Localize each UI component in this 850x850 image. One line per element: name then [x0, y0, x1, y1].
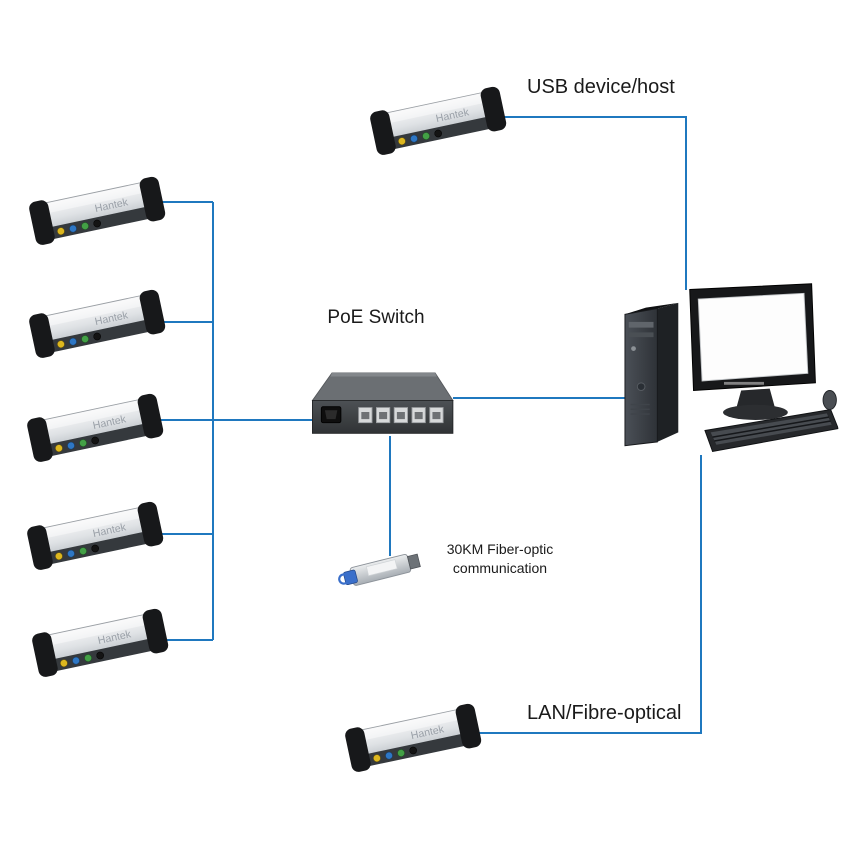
usb-device-host-label: USB device/host: [527, 76, 675, 98]
poe-switch-icon: [300, 350, 460, 442]
lan-fibre-optical-label: LAN/Fibre-optical: [527, 702, 682, 724]
oscilloscope-5: [25, 597, 175, 687]
oscilloscope-4: [20, 490, 170, 580]
oscilloscope-device-icon: [20, 490, 170, 580]
oscilloscope-device-icon: [20, 382, 170, 472]
fiber-optic-label: 30KM Fiber-optic communication: [430, 540, 570, 578]
fiber-sfp-module: [338, 540, 430, 598]
oscilloscope-2: [22, 278, 172, 368]
poe-switch-label: PoE Switch: [327, 307, 425, 328]
fiber-sfp-module-icon: [338, 540, 430, 598]
desktop-computer: [608, 280, 840, 480]
line-lan-device-to-computer: [478, 455, 702, 734]
poe-switch: [300, 350, 460, 442]
oscilloscope-device-icon: [363, 75, 513, 165]
oscilloscope-device-icon: [22, 278, 172, 368]
oscilloscope-3: [20, 382, 170, 472]
fiber-optic-label-line2: communication: [452, 559, 548, 576]
oscilloscope-device-icon: [338, 692, 488, 782]
desktop-computer-icon: [608, 280, 840, 480]
line-usb-device-to-computer: [500, 116, 687, 290]
fiber-optic-label-line1: 30KM Fiber-optic: [446, 541, 554, 557]
usb-device-oscilloscope: [363, 75, 513, 165]
oscilloscope-device-icon: [25, 597, 175, 687]
lan-device-oscilloscope: [338, 692, 488, 782]
oscilloscope-1: [22, 165, 172, 255]
oscilloscope-device-icon: [22, 165, 172, 255]
